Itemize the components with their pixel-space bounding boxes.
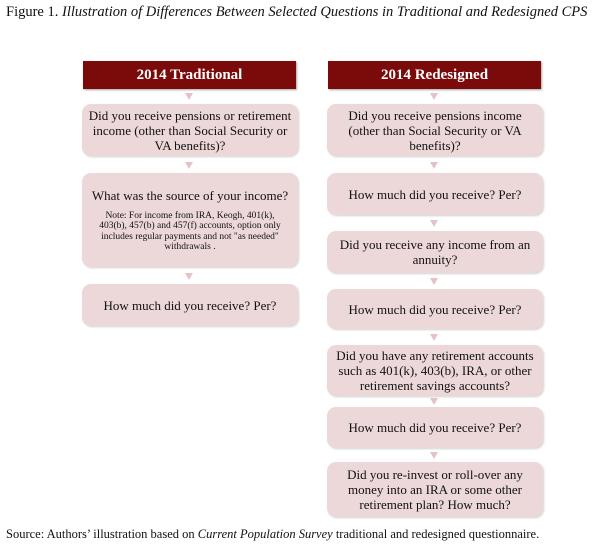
arrow-icon	[185, 93, 193, 100]
arrow-icon	[430, 278, 438, 285]
question-text: How much did you receive? Per?	[348, 186, 522, 202]
redesigned-accounts-question: Did you have any retirement accounts suc…	[327, 345, 543, 396]
traditional-source-question: What was the source of your income? Note…	[82, 173, 298, 267]
arrow-icon	[430, 452, 438, 459]
question-text: Did you receive pensions or retirement i…	[88, 107, 292, 153]
question-text: How much did you receive? Per?	[348, 301, 522, 317]
source-italic: Current Population Survey	[197, 527, 333, 541]
redesigned-amount-question-3: How much did you receive? Per?	[327, 407, 543, 448]
arrow-icon	[430, 334, 438, 341]
arrow-icon	[430, 162, 438, 169]
question-text: What was the source of your income?	[91, 187, 289, 203]
traditional-pension-question: Did you receive pensions or retirement i…	[82, 104, 298, 156]
figure-title: Illustration of Differences Between Sele…	[61, 4, 588, 20]
question-text: How much did you receive? Per?	[348, 420, 522, 435]
redesigned-pension-question: Did you receive pensions income (other t…	[327, 104, 543, 156]
arrow-icon	[430, 398, 438, 405]
question-note: Note: For income from IRA, Keogh, 401(k)…	[99, 210, 281, 253]
source-suffix: traditional and redesigned questionnaire…	[332, 527, 540, 541]
figure-label: Figure 1.	[6, 4, 59, 20]
redesigned-rollover-question: Did you re-invest or roll-over any money…	[327, 462, 543, 517]
traditional-amount-question: How much did you receive? Per?	[82, 284, 298, 326]
arrow-icon	[430, 93, 438, 100]
redesigned-amount-question-1: How much did you receive? Per?	[327, 173, 543, 215]
redesigned-annuity-question: Did you receive any income from an annui…	[327, 231, 543, 273]
question-text: Did you re-invest or roll-over any money…	[347, 467, 523, 512]
arrow-icon	[185, 162, 193, 169]
arrow-icon	[430, 220, 438, 227]
question-text: Did you receive any income from an annui…	[339, 237, 531, 267]
figure-caption: Figure 1. Illustration of Differences Be…	[6, 4, 606, 21]
question-text: Did you have any retirement accounts suc…	[336, 348, 534, 393]
arrow-icon	[185, 273, 193, 280]
traditional-header: 2014 Traditional	[83, 61, 296, 89]
source-note: Source: Authors’ illustration based on C…	[6, 527, 539, 542]
redesigned-amount-question-2: How much did you receive? Per?	[327, 289, 543, 329]
question-text: Did you receive pensions income (other t…	[348, 107, 522, 153]
source-prefix: Source: Authors’ illustration based on	[6, 527, 198, 541]
question-text: How much did you receive? Per?	[103, 297, 277, 313]
redesigned-header: 2014 Redesigned	[328, 61, 541, 89]
